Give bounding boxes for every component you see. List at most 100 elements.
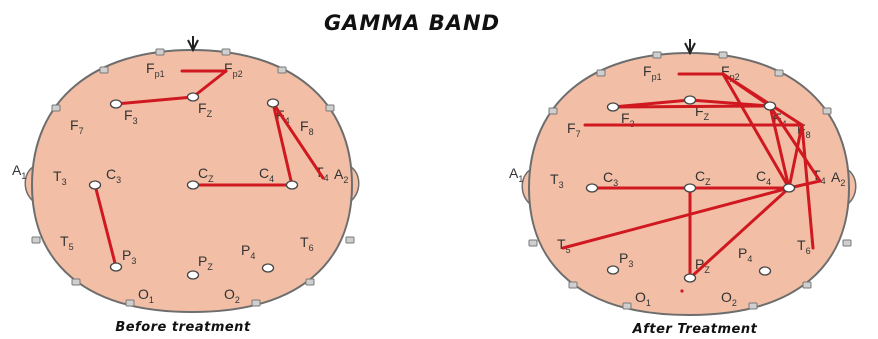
electrode-subscript: 4 (747, 254, 752, 264)
electrode-letter: P (198, 253, 207, 269)
electrode-subscript: Z (705, 177, 711, 187)
head-map: Fp1Fp2F7F3FZF4F8A1T3C3CZC4T4A2T5P3PZP4T6… (509, 39, 856, 315)
electrode-clip (126, 300, 134, 306)
electrode-letter: P (738, 245, 747, 261)
electrode-marker-c4 (784, 184, 795, 192)
electrode-marker-p4 (760, 267, 771, 275)
electrode-letter: P (619, 250, 628, 266)
before-treatment-caption: Before treatment (115, 320, 251, 335)
electrode-clip (719, 52, 727, 58)
electrode-letter: P (241, 242, 250, 258)
electrode-clip (278, 67, 286, 73)
electrode-subscript: 7 (576, 129, 581, 139)
electrode-marker-c3 (587, 184, 598, 192)
electrode-marker-p4 (263, 264, 274, 272)
electrode-subscript: p1 (652, 72, 662, 82)
electrode-subscript: p1 (155, 69, 165, 79)
electrode-letter: F (198, 100, 207, 116)
electrode-subscript: Z (704, 112, 710, 122)
electrode-letter: F (224, 60, 233, 76)
electrode-letter: O (138, 286, 149, 302)
electrode-label-a1: A1 (12, 162, 26, 181)
electrode-clip (803, 282, 811, 288)
electrode-clip (569, 282, 577, 288)
electrode-marker-p3 (111, 263, 122, 271)
electrode-letter: C (756, 168, 766, 184)
electrode-subscript: 3 (559, 180, 564, 190)
electrode-clip (326, 105, 334, 111)
electrode-clip (72, 279, 80, 285)
electrode-subscript: 2 (840, 178, 845, 188)
electrode-marker-f3 (111, 100, 122, 108)
electrode-clip (549, 108, 557, 114)
electrode-clip (653, 52, 661, 58)
electrode-letter: C (198, 165, 208, 181)
electrode-clip (529, 240, 537, 246)
electrode-letter: C (695, 168, 705, 184)
after-treatment-caption: After Treatment (632, 322, 758, 337)
electrode-subscript: 1 (518, 174, 523, 184)
electrode-clip (252, 300, 260, 306)
electrode-subscript: Z (208, 174, 214, 184)
electrode-clip (623, 303, 631, 309)
electrode-marker-c4 (287, 181, 298, 189)
electrode-clip (52, 105, 60, 111)
electrode-subscript: 3 (628, 259, 633, 269)
electrode-marker-f4 (268, 99, 279, 107)
electrode-subscript: Z (207, 109, 213, 119)
electrode-subscript: 3 (131, 256, 136, 266)
electrode-marker-p3 (608, 266, 619, 274)
electrode-subscript: 8 (806, 130, 811, 140)
electrode-letter: F (300, 118, 309, 134)
electrode-clip (775, 70, 783, 76)
electrode-clip (306, 279, 314, 285)
electrode-letter: C (603, 169, 613, 185)
electrode-subscript: 2 (343, 175, 348, 185)
electrode-subscript: 4 (250, 251, 255, 261)
red-dot-mark (680, 289, 683, 292)
electrode-clip (156, 49, 164, 55)
electrode-subscript: 3 (116, 175, 121, 185)
electrode-letter: C (259, 165, 269, 181)
electrode-marker-pz (188, 271, 199, 279)
electrode-letter: C (106, 166, 116, 182)
electrode-subscript: 4 (766, 177, 771, 187)
electrode-subscript: 2 (235, 295, 240, 305)
electrode-subscript: 1 (646, 298, 651, 308)
connection-f3-f4 (613, 106, 770, 107)
electrode-marker-c3 (90, 181, 101, 189)
electrode-subscript: 3 (62, 177, 67, 187)
electrode-marker-pz (685, 274, 696, 282)
electrode-marker-fz (685, 96, 696, 104)
electrode-letter: F (146, 60, 155, 76)
electrode-letter: O (635, 289, 646, 305)
electrode-marker-fz (188, 93, 199, 101)
electrode-clip (749, 303, 757, 309)
electrode-subscript: 5 (69, 242, 74, 252)
electrode-clip (823, 108, 831, 114)
electrode-marker-f4 (765, 102, 776, 110)
electrode-letter: F (70, 117, 79, 133)
electrode-letter: P (122, 247, 131, 263)
electrode-subscript: 4 (269, 174, 274, 184)
electrode-letter: F (124, 107, 133, 123)
electrode-letter: F (643, 63, 652, 79)
diagram-title: GAMMA BAND (324, 11, 500, 35)
electrode-label-a1: A1 (509, 165, 523, 184)
electrode-subscript: 3 (133, 116, 138, 126)
electrode-subscript: 6 (309, 243, 314, 253)
electrode-marker-f3 (608, 103, 619, 111)
electrode-clip (597, 70, 605, 76)
electrode-clip (346, 237, 354, 243)
electrode-subscript: Z (704, 265, 710, 275)
electrode-subscript: 6 (806, 246, 811, 256)
electrode-marker-cz (188, 181, 199, 189)
electrode-subscript: 8 (309, 127, 314, 137)
electrode-subscript: 1 (149, 295, 154, 305)
electrode-clip (843, 240, 851, 246)
electrode-subscript: 7 (79, 126, 84, 136)
electrode-subscript: Z (207, 262, 213, 272)
